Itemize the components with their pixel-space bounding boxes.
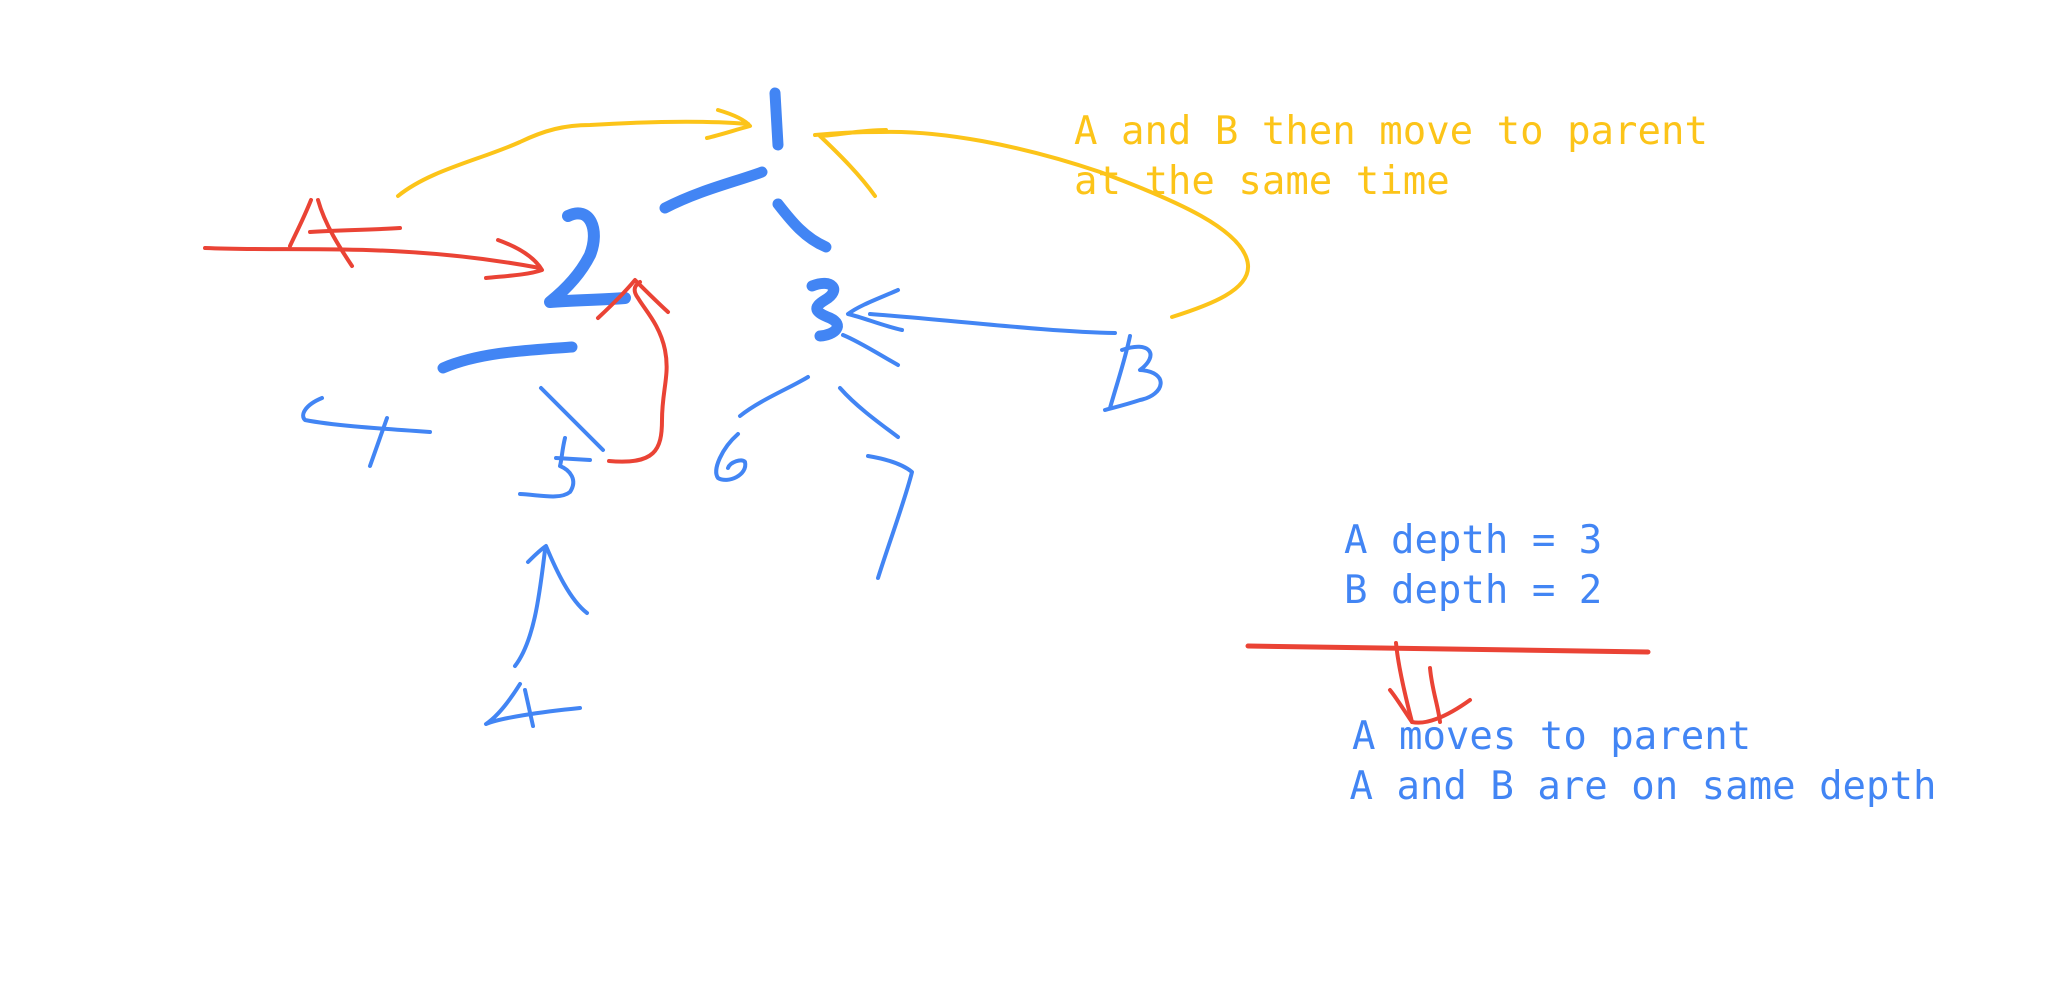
note-line: A and B then move to parent [1074,109,1708,154]
tree-node-6 [714,432,748,482]
tree-node-2 [544,207,631,308]
b-pointer-arrow [868,312,1117,335]
arrow-head-up [526,544,589,615]
tree-node-3 [806,277,843,342]
tree-edge-1-3 [772,198,832,253]
pointer-a-annotations [203,198,1651,725]
binary-tree [301,87,1163,728]
a-pointer-arrow [203,246,542,270]
divider-line [1245,643,1651,655]
note-line: A moves to parent [1352,714,1751,759]
a-to-root-arrow [396,119,750,198]
pointer-label-b [1103,334,1163,412]
a-move-to-parent-arrow [607,280,669,464]
down-arrow [1394,641,1414,724]
tree-edge-1-2 [659,166,768,214]
tree-node-7 [866,454,914,580]
tree-edge-2-4 [437,341,578,374]
note-result: A moves to parent A and B are on same de… [1326,714,1936,809]
note-line: at the same time [1074,159,1450,204]
note-depths: A depth = 3 B depth = 2 [1344,518,1602,613]
tree-edge-2-5 [539,386,605,452]
note-line: A and B are on same depth [1326,764,1936,809]
tree-node-5 [518,436,592,499]
note-line: A depth = 3 [1344,518,1602,563]
tree-node-4-bottom [484,682,582,728]
note-line: B depth = 2 [1344,568,1602,613]
tree-node-1 [769,87,784,151]
tree-edge-3-7 [838,386,900,439]
tree-edge-5-8 [513,548,547,668]
pointer-label-a [288,198,402,268]
note-move-together: A and B then move to parent at the same … [1074,109,1708,204]
move-together-arrows [396,108,1251,319]
tree-edge-3-6 [738,375,810,418]
tree-node-4 [301,396,432,468]
